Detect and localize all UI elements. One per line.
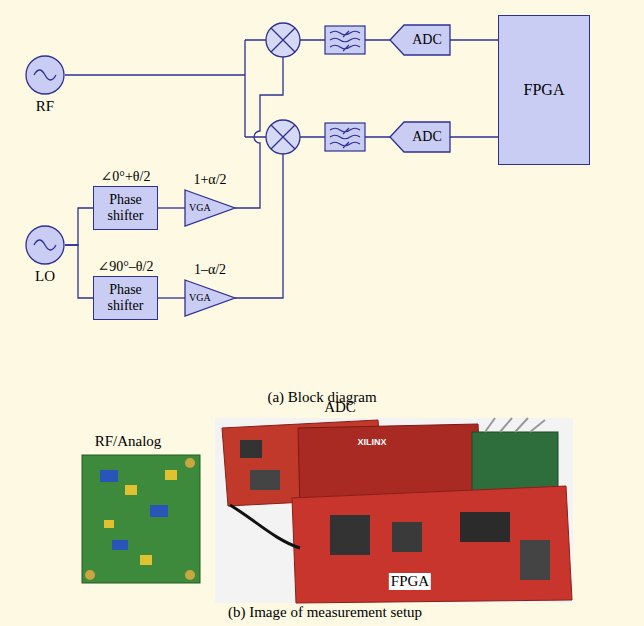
mixer-cross [271,125,295,149]
signal-wire [450,39,498,40]
component [165,470,177,480]
photo-label: RF/Analog [93,433,164,450]
component [140,555,152,565]
figure-caption: (a) Block diagram [265,389,378,406]
node-label: VGA [189,292,211,304]
node-label: ADC [412,129,442,145]
chip [392,522,422,552]
node-heading: LO [35,268,55,285]
node-outline [25,225,65,265]
signal-wire [65,245,93,298]
connector [185,570,195,580]
source-circle [26,226,64,264]
node-heading: 1–α/2 [194,262,226,278]
component [125,485,137,495]
filter-symbol [325,123,365,151]
signal-wire [450,136,498,137]
node-heading: 1+α/2 [193,172,226,188]
filter-symbol [325,26,365,54]
vga-triangle: 1–α/2VGA [185,280,235,316]
amplifier-triangle [185,280,235,316]
fpga-board [292,486,572,603]
filter-wave [330,128,360,148]
connector [185,458,195,468]
chip [520,540,550,580]
ribbon-cable [485,418,545,432]
phase-shifter-box: ∠0°+θ/2Phase shifter [93,186,158,230]
photo-ground [215,418,573,603]
mixer-cross [271,28,295,52]
signal-wire [158,297,185,298]
photo-label: FPGA [389,573,431,590]
filter-wave [330,31,360,51]
mixer-symbol [266,120,300,154]
component [112,540,128,550]
phase-shifter-box: ∠90°–θ/2Phase shifter [93,276,158,320]
component [150,505,168,517]
signal-wire [65,208,93,245]
adc-block: ADC [390,122,450,152]
adc-outline [390,122,450,152]
component [104,520,114,528]
node-heading: RF [36,98,54,115]
chip [460,512,510,542]
signal-source: LO [25,225,65,265]
board-marking: XILINX [355,437,388,447]
node-label: Phase shifter [97,192,154,224]
mixers [266,23,300,154]
adc-outline [390,25,450,55]
filters [325,26,365,151]
figure-caption: (b) Image of measurement setup [226,604,424,621]
setup-photo [215,418,573,603]
node-label: VGA [189,202,211,214]
signal-source: RF [25,55,65,95]
node-outline [25,55,65,95]
cable [230,505,300,548]
rf-board-photo [82,455,200,583]
component [100,470,118,482]
amplifier-triangle [185,190,235,226]
wires [65,40,390,298]
node-heading: ∠90°–θ/2 [98,259,154,275]
chip [250,470,280,490]
lo-wire [235,154,283,298]
node-heading: ∠0°+θ/2 [101,169,151,185]
node-label: Phase shifter [97,282,154,314]
node-label: FPGA [524,81,565,99]
rf-wire [65,40,266,137]
pcb [82,455,200,583]
mixer-symbol [266,23,300,57]
photo-label: ADC [322,399,358,416]
source-circle [26,56,64,94]
sine-symbol [34,70,56,80]
sine-symbol [34,240,56,250]
fpga-box: FPGA [498,15,590,165]
chip [240,440,262,458]
chip [330,515,370,555]
signal-wire [158,207,185,208]
connector [85,570,95,580]
node-label: ADC [412,32,442,48]
vga-triangle: 1+α/2VGA [185,190,235,226]
interface-board [472,432,558,494]
adc-block: ADC [390,25,450,55]
